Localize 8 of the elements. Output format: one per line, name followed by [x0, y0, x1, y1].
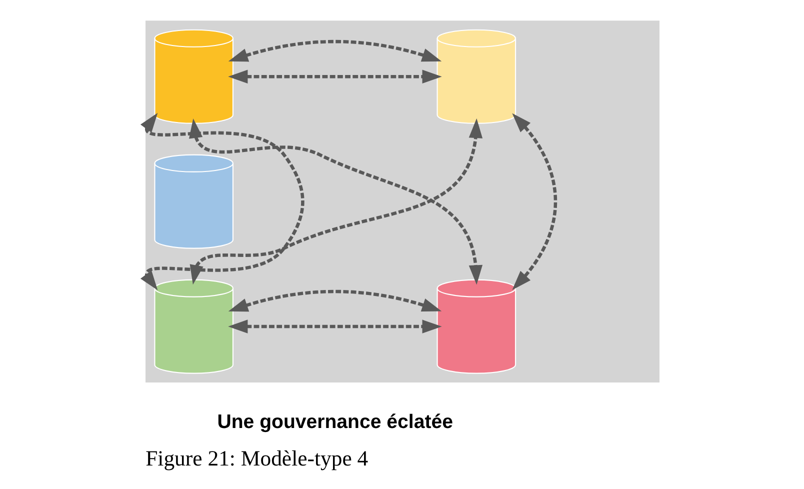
label: Une gouvernance éclatée — [216, 411, 452, 434]
arrow — [228, 320, 442, 334]
arrow — [228, 70, 442, 84]
arrow — [140, 112, 304, 290]
caption: Figure 21: Modèle-type 4 — [145, 446, 368, 471]
arrow — [228, 40, 442, 62]
arrow — [228, 290, 442, 312]
arrow — [512, 113, 557, 290]
